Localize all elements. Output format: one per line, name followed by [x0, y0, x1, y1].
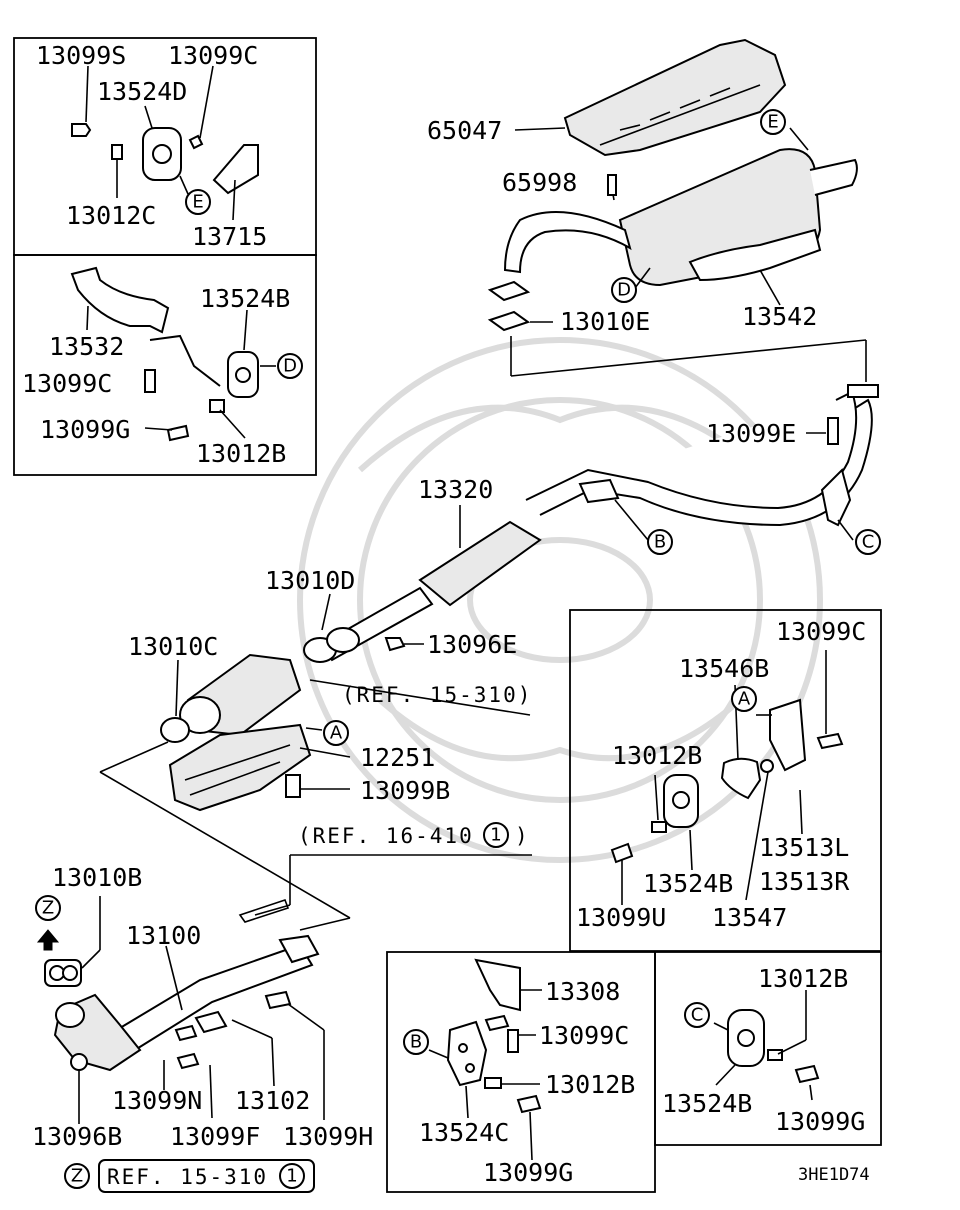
part-label: 13546B	[679, 654, 769, 683]
part-label: 65998	[502, 168, 577, 197]
part-label: 13096B	[32, 1122, 122, 1151]
part-label: 13524B	[662, 1089, 752, 1118]
hanger-13524D-drawing	[71, 123, 259, 195]
front-pipe-13100-drawing	[44, 934, 320, 1072]
callout-D-2: D	[611, 277, 637, 303]
part-label: 13102	[235, 1086, 310, 1115]
svg-text:C: C	[862, 532, 875, 553]
part-label: 13099C	[776, 617, 866, 646]
callout-B-2: B	[403, 1029, 429, 1055]
part-label: 13099C	[168, 41, 258, 70]
diagram-code: 3HE1D74	[798, 1165, 870, 1185]
ref-16-410-label: (REF. 16-410	[298, 824, 474, 848]
part-label: 13012B	[612, 741, 702, 770]
svg-text:B: B	[410, 1032, 422, 1053]
part-label: 13012B	[545, 1070, 635, 1099]
part-label: 13099S	[36, 41, 126, 70]
callout-C-2: C	[684, 1002, 710, 1028]
part-label: 13524B	[643, 869, 733, 898]
part-label: 13542	[742, 302, 817, 331]
part-label: 13715	[192, 222, 267, 251]
hanger-13513-drawing	[610, 698, 844, 864]
part-label: 13099H	[283, 1122, 373, 1151]
part-label: 13010E	[560, 307, 650, 336]
hanger-13308-drawing	[446, 958, 542, 1114]
part-label: 13099C	[22, 369, 112, 398]
callout-E-1: E	[185, 189, 211, 215]
callout-Z-1: Z	[35, 895, 61, 921]
part-label: 13547	[712, 903, 787, 932]
callout-C-1: C	[855, 529, 881, 555]
callout-A-2: A	[731, 686, 757, 712]
ref-15-310-label: (REF. 15-310)	[342, 683, 532, 707]
svg-text:REF. 15-310: REF. 15-310	[107, 1165, 268, 1189]
part-label: 13012B	[196, 439, 286, 468]
inset-box-3	[569, 609, 882, 952]
svg-text:A: A	[330, 723, 343, 744]
hanger-13524B-c-drawing	[727, 1009, 820, 1084]
inset-box-2	[13, 254, 317, 476]
part-label: 13012C	[66, 201, 156, 230]
callout-B-1: B	[647, 529, 673, 555]
part-label: 13010B	[52, 863, 142, 892]
part-label: 13099G	[775, 1107, 865, 1136]
part-label: 13099G	[483, 1158, 573, 1187]
part-label: 65047	[427, 116, 502, 145]
svg-text:1: 1	[286, 1166, 297, 1187]
part-label: 13012B	[758, 964, 848, 993]
svg-text:B: B	[654, 532, 666, 553]
heat-shield-65047-drawing	[563, 38, 787, 157]
callout-A-1: A	[323, 720, 349, 746]
svg-text:A: A	[738, 689, 751, 710]
svg-text:1: 1	[490, 825, 501, 846]
part-label: 13100	[126, 921, 201, 950]
watermark-emblem	[297, 337, 823, 863]
inset-box-5	[654, 951, 882, 1146]
part-label: 13524B	[200, 284, 290, 313]
ref-z-box: Z REF. 15-310 1	[64, 1159, 315, 1193]
svg-text:D: D	[283, 356, 297, 377]
part-label: 13096E	[427, 630, 517, 659]
svg-text:E: E	[192, 192, 203, 213]
part-label: 13099U	[576, 903, 666, 932]
svg-text:D: D	[617, 280, 631, 301]
part-label: 13099E	[706, 419, 796, 448]
callout-E-2: E	[760, 109, 786, 135]
svg-text:Z: Z	[71, 1166, 83, 1187]
ref-16-410-num: 1	[483, 822, 509, 848]
part-label: 13099N	[112, 1086, 202, 1115]
arrow-up-icon	[36, 929, 60, 951]
part-label: 13010C	[128, 632, 218, 661]
callout-D-1: D	[277, 353, 303, 379]
part-label: 13513R	[759, 867, 850, 896]
svg-text:Z: Z	[42, 898, 54, 919]
part-label: 13320	[418, 475, 493, 504]
hanger-13532-drawing	[70, 266, 259, 442]
svg-text:E: E	[767, 112, 778, 133]
part-label: 13099F	[170, 1122, 260, 1151]
converter-12251-drawing	[160, 653, 312, 812]
muffler-13542-drawing	[487, 148, 858, 302]
part-label: 13099G	[40, 415, 130, 444]
part-label: 13010D	[265, 566, 355, 595]
part-label: 13308	[545, 977, 620, 1006]
part-label: 13099C	[539, 1021, 629, 1050]
ref-16-410-close: )	[515, 824, 530, 848]
part-label: 13524D	[97, 77, 187, 106]
pipe-13320-drawing	[318, 384, 879, 662]
part-label: 12251	[360, 743, 435, 772]
svg-text:C: C	[691, 1005, 704, 1026]
part-label: 13099B	[360, 776, 450, 805]
part-label: 13513L	[759, 833, 849, 862]
part-label: 13524C	[419, 1118, 509, 1147]
part-label: 13532	[49, 332, 124, 361]
